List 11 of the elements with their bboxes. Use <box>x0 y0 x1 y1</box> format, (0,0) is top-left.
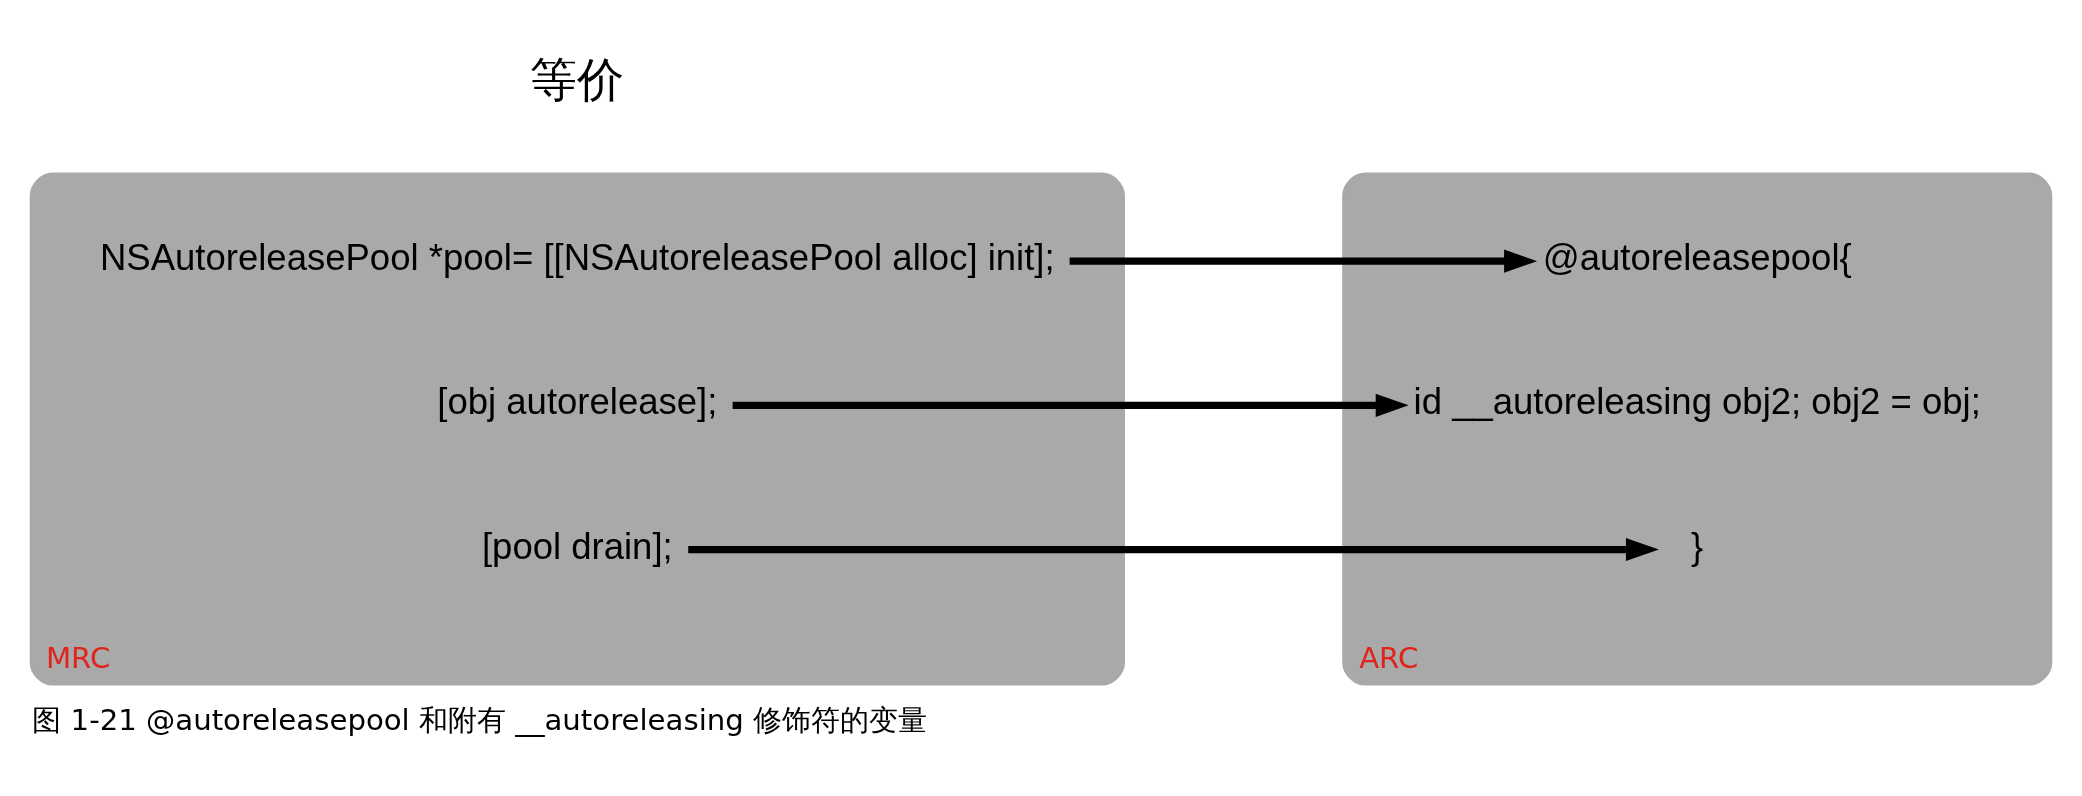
node-text: id __autoreleasing obj2; obj2 = obj; <box>1413 380 1981 422</box>
node-text: NSAutoreleasePool *pool= [[NSAutoreleasePool alloc] init]; <box>100 236 1055 278</box>
node-text: @autoreleasepool{ <box>1542 236 1852 278</box>
arrow <box>688 537 1659 561</box>
arrow <box>732 393 1409 417</box>
arrow <box>1069 249 1538 273</box>
node-text: [pool drain]; <box>481 525 673 567</box>
node-text: [obj autorelease]; <box>437 380 718 422</box>
label: 等价 <box>530 51 625 107</box>
caption: 图 1-21 @autoreleasepool 和附有 __autoreleasing 修饰符的变量 <box>32 702 928 737</box>
node-text: } <box>1691 525 1704 567</box>
